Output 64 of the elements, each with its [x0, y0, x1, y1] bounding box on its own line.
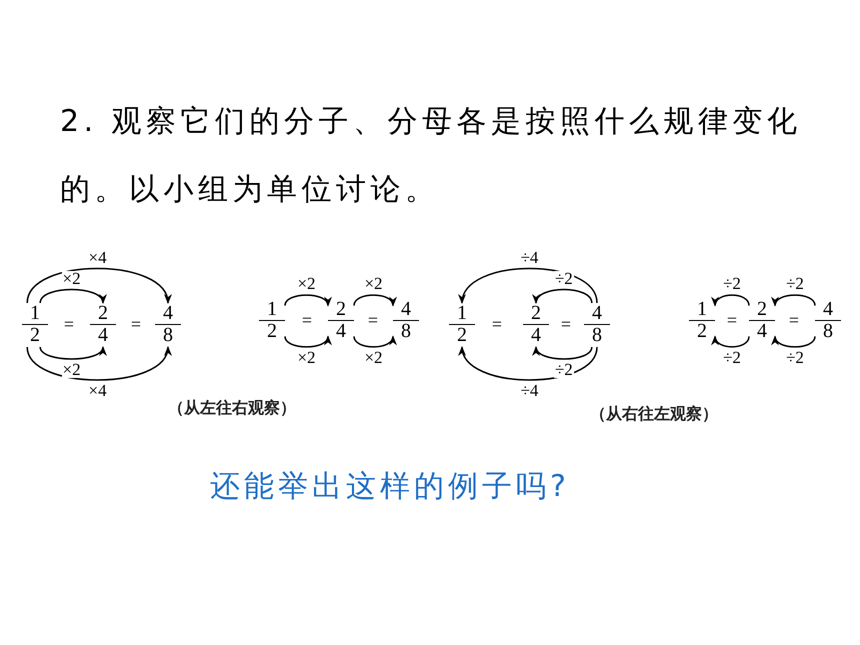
equals-sign: =	[560, 315, 572, 333]
curved-arrow	[39, 346, 104, 360]
edge-label: ×2	[62, 362, 82, 378]
edge-label: ×2	[62, 270, 82, 286]
edge-label: ×2	[296, 350, 317, 366]
denominator: 8	[400, 321, 412, 342]
caption: （从左往右观察）	[168, 398, 296, 419]
edge-label: ÷2	[554, 362, 574, 378]
edge-label: ÷4	[520, 383, 540, 399]
denominator: 8	[162, 325, 174, 346]
denominator: 4	[335, 321, 347, 342]
equals-sign: =	[64, 315, 74, 333]
equals-sign: =	[130, 315, 142, 333]
edge-label: ×2	[363, 350, 384, 366]
question: 还能举出这样的例子吗?	[210, 468, 570, 506]
equals-sign: =	[302, 311, 312, 329]
numerator: 1	[689, 299, 715, 321]
curved-arrow	[773, 335, 816, 348]
curved-arrow	[284, 294, 330, 307]
numerator: 4	[155, 303, 181, 325]
curved-arrow	[353, 335, 395, 348]
edge-label: ÷2	[785, 350, 805, 366]
equals-sign: =	[368, 311, 378, 329]
curved-arrow	[460, 346, 598, 381]
numerator: 4	[584, 303, 610, 325]
equals-sign: =	[788, 311, 800, 329]
curved-arrow	[460, 268, 598, 304]
edge-label: ÷2	[554, 270, 574, 286]
numerator: 4	[815, 299, 841, 321]
edge-label: ×4	[88, 383, 108, 399]
numerator: 2	[523, 303, 549, 325]
denominator: 2	[696, 321, 708, 342]
numerator: 2	[90, 303, 116, 325]
caption: （从右往左观察）	[590, 404, 718, 425]
curved-arrow	[534, 288, 593, 304]
numerator: 4	[393, 299, 419, 321]
curved-arrow	[284, 335, 330, 348]
equals-sign: =	[726, 311, 738, 329]
curved-arrow	[773, 294, 816, 307]
curved-arrow	[712, 335, 750, 348]
denominator: 2	[266, 321, 278, 342]
edge-label: ÷2	[722, 350, 742, 366]
numerator: 1	[259, 299, 285, 321]
numerator: 1	[449, 303, 475, 325]
denominator: 2	[456, 325, 468, 346]
curved-arrow	[26, 346, 170, 381]
edge-label: ×4	[88, 250, 108, 266]
denominator: 2	[29, 325, 41, 346]
curved-arrow	[712, 294, 750, 307]
curved-arrow	[534, 346, 593, 360]
numerator: 2	[328, 299, 354, 321]
denominator: 8	[591, 325, 603, 346]
edge-label: ÷4	[520, 250, 540, 266]
denominator: 4	[756, 321, 768, 342]
curved-arrow	[26, 268, 170, 304]
heading: 2. 观察它们的分子、分母各是按照什么规律变化的。以小组为单位讨论。	[60, 103, 803, 209]
denominator: 4	[97, 325, 109, 346]
denominator: 8	[822, 321, 834, 342]
denominator: 4	[530, 325, 542, 346]
curved-arrow	[39, 288, 104, 304]
equals-sign: =	[492, 315, 502, 333]
curved-arrow	[353, 294, 395, 307]
numerator: 1	[22, 303, 48, 325]
numerator: 2	[749, 299, 775, 321]
